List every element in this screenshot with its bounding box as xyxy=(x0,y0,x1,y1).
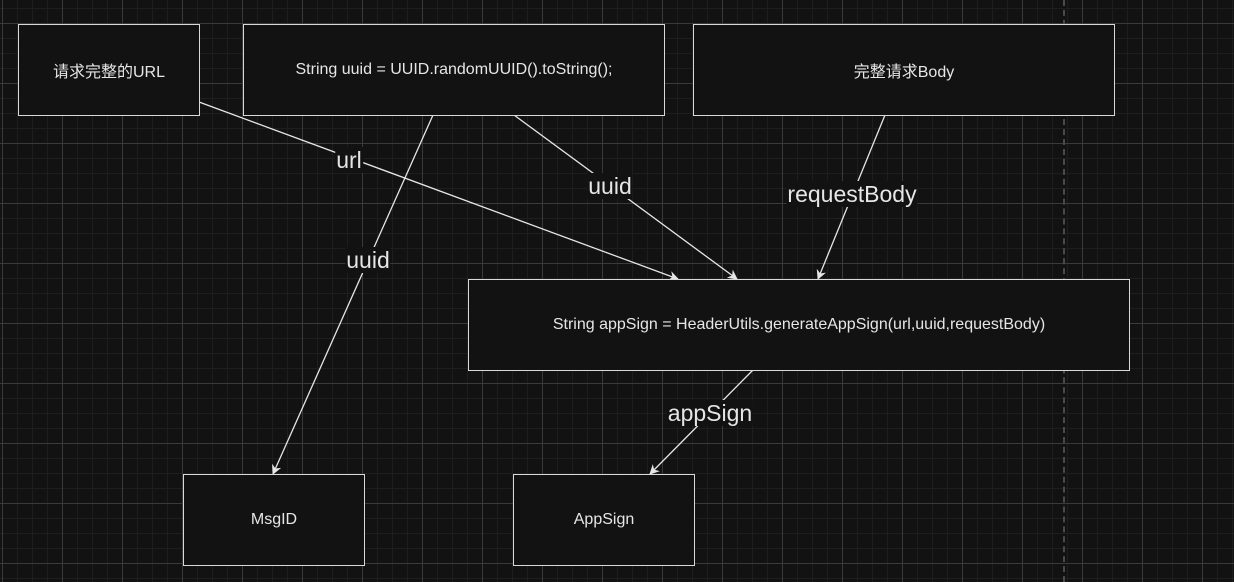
edge-label-url[interactable]: url xyxy=(335,147,363,173)
node-label: 请求完整的URL xyxy=(52,64,165,81)
node-label: String uuid = UUID.randomUUID().toString… xyxy=(295,61,613,78)
edge-label-uuid[interactable]: uuid xyxy=(587,173,633,199)
edge-uuid-to-msgid[interactable] xyxy=(272,114,434,475)
node-full-url[interactable]: 请求完整的URL xyxy=(18,24,200,116)
edge-label-appsign[interactable]: appSign xyxy=(666,400,754,426)
node-msgid[interactable]: MsgID xyxy=(183,474,365,566)
node-full-request-body[interactable]: 完整请求Body xyxy=(693,24,1115,116)
edge-label-uuid-msgid[interactable]: uuid xyxy=(345,247,391,273)
edge-url[interactable] xyxy=(198,101,679,281)
node-label: AppSign xyxy=(573,511,635,528)
node-appsign[interactable]: AppSign xyxy=(513,474,695,566)
node-appsign-generation[interactable]: String appSign = HeaderUtils.generateApp… xyxy=(468,279,1130,371)
node-label: 完整请求Body xyxy=(853,64,955,81)
node-uuid-generation[interactable]: String uuid = UUID.randomUUID().toString… xyxy=(243,24,665,116)
node-label: String appSign = HeaderUtils.generateApp… xyxy=(552,316,1046,333)
node-label: MsgID xyxy=(250,511,298,528)
edge-label-request-body[interactable]: requestBody xyxy=(786,181,918,207)
